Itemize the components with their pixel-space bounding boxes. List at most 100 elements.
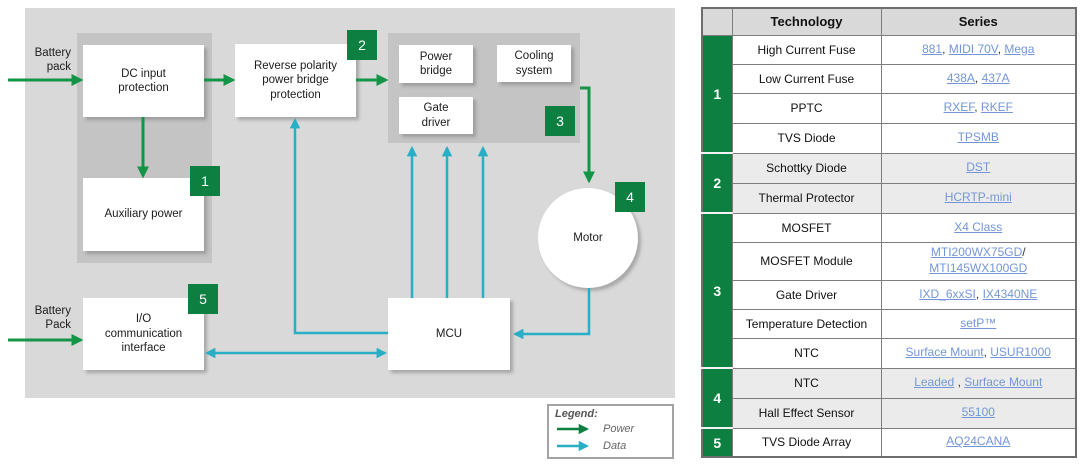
series-separator: , [997,41,1005,56]
auxiliary-power-box: Auxiliary power [83,178,204,251]
series-link[interactable]: TPSMB [957,130,999,145]
series-cell: MTI200WX75GD/ MTI145WX100GD [880,241,1077,281]
table-header-row: Technology Series [701,7,1077,36]
header-number-cell [701,7,733,36]
series-cell: setP™ [880,308,1077,339]
table-row: Temperature Detection setP™ [702,308,1077,339]
series-separator: , [954,375,965,390]
series-cell: X4 Class [880,212,1077,243]
series-cell: 881, MIDI 70V, Mega [880,34,1077,65]
technology-cell: TVS Diode [731,122,882,154]
technology-cell: Gate Driver [731,279,882,310]
reverse-polarity-label: Reverse polarity power bridge protection [253,59,338,101]
series-separator: / [1022,245,1026,260]
series-separator: , [974,70,982,85]
series-link[interactable]: MTI200WX75GD [930,245,1023,260]
series-link[interactable]: DST [966,160,991,175]
mcu-box: MCU [388,298,510,370]
auxiliary-power-label: Auxiliary power [104,208,183,221]
technology-cell: MOSFET [731,212,882,243]
header-technology: Technology [731,7,882,36]
series-link[interactable]: USUR1000 [990,345,1051,360]
dc-input-protection-box: DC input protection [83,45,204,117]
header-series: Series [880,7,1077,36]
series-link[interactable]: IXD_6xxSI [919,286,976,301]
series-cell: Surface Mount, USUR1000 [880,337,1077,369]
step-badge-2: 2 [347,30,377,60]
dc-input-protection-label: DC input protection [118,67,169,94]
table-row: MOSFET Module MTI200WX75GD/ MTI145WX100G… [702,241,1077,281]
series-link[interactable]: MIDI 70V [948,41,998,56]
group-number-2: 2 [701,152,733,214]
legend-data-label: Data [603,439,627,452]
technology-cell: NTC [731,337,882,369]
series-link[interactable]: X4 Class [954,219,1003,234]
technology-cell: PPTC [731,92,882,124]
series-separator: , [974,100,981,115]
technology-cell: Low Current Fuse [731,63,882,94]
series-cell: Leaded , Surface Mount [880,367,1077,399]
series-separator: , [975,286,983,301]
table-row: 2 Schottky Diode DST [701,152,1077,214]
legend-title: Legend: [555,408,598,420]
series-separator: , [942,41,949,56]
cooling-system-label: Cooling system [514,50,554,77]
series-link[interactable]: 881 [922,41,943,56]
table-row: NTC Surface Mount, USUR1000 [702,337,1077,369]
series-link[interactable]: RXEF [943,100,975,115]
legend-power-label: Power [603,422,635,435]
series-link[interactable]: Surface Mount [964,375,1043,390]
technology-series-table: Technology Series 1 High Current Fuse 88… [701,7,1077,458]
group-number-1: 1 [701,34,733,154]
table-row: Thermal Protector HCRTP-mini [702,182,1077,214]
series-link[interactable]: setP™ [960,315,997,330]
series-link[interactable]: 438A [946,70,975,85]
technology-cell: High Current Fuse [731,34,882,65]
series-separator: , [983,345,991,360]
technology-cell: Hall Effect Sensor [731,397,882,429]
series-link[interactable]: 55100 [961,405,995,420]
series-link[interactable]: Leaded [914,375,955,390]
table-row: 3 MOSFET X4 Class [701,212,1077,369]
reverse-polarity-box: Reverse polarity power bridge protection [235,44,356,117]
power-arrow-icon [557,423,590,434]
table-row: 4 NTC Leaded , Surface Mount [701,367,1077,429]
series-link[interactable]: RKEF [980,100,1013,115]
table-row: 1 High Current Fuse 881, MIDI 70V, Mega [701,34,1077,154]
step-badge-1: 1 [190,166,220,196]
power-bridge-label: Power bridge [419,50,453,77]
table-row: 5 TVS Diode Array AQ24CANA [701,427,1077,458]
series-link[interactable]: 437A [981,70,1010,85]
series-link[interactable]: AQ24CANA [946,434,1011,449]
mcu-label: MCU [435,327,463,340]
step-badge-5: 5 [188,284,218,314]
cooling-system-box: Cooling system [497,45,571,82]
technology-cell: Thermal Protector [731,182,882,214]
battery-pack-top-label: Battery pack [34,47,71,74]
table-row: Gate Driver IXD_6xxSI, IX4340NE [702,279,1077,310]
table-row: TVS Diode TPSMB [702,122,1077,154]
step-badge-3: 3 [545,106,575,136]
series-link[interactable]: Surface Mount [905,345,984,360]
series-cell: AQ24CANA [880,427,1077,458]
series-link[interactable]: Mega [1004,41,1035,56]
io-interface-box: I/O communication interface [83,298,204,370]
series-cell: RXEF, RKEF [880,92,1077,124]
motor-label: Motor [573,231,603,244]
legend-box: Legend: Power Data [547,404,674,459]
series-link[interactable]: HCRTP-mini [944,190,1012,205]
technology-cell: NTC [731,367,882,399]
series-cell: 55100 [880,397,1077,429]
group-number-3: 3 [701,212,733,369]
step-badge-4: 4 [615,182,645,212]
series-link[interactable]: MTI145WX100GD [929,261,1028,275]
series-cell: TPSMB [880,122,1077,154]
series-link[interactable]: IX4340NE [982,286,1038,301]
series-cell: DST [880,152,1077,184]
group-number-4: 4 [701,367,733,429]
battery-pack-bottom-label: Battery Pack [34,305,71,332]
series-cell: 438A, 437A [880,63,1077,94]
table-row: Hall Effect Sensor 55100 [702,397,1077,429]
gate-driver-label: Gate driver [421,102,451,129]
